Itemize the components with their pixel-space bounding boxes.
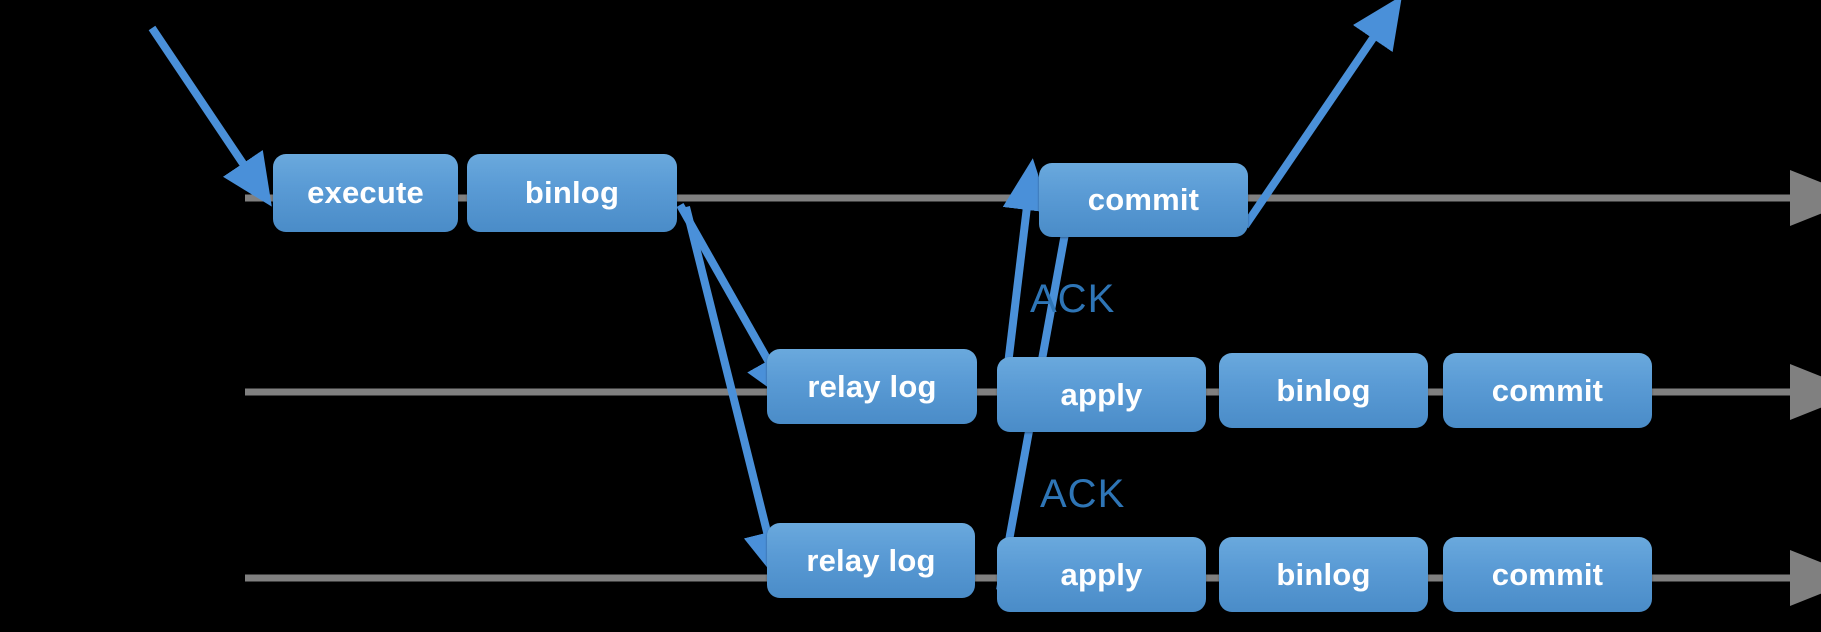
- node-label: binlog: [1276, 372, 1371, 408]
- node-master-commit[interactable]: commit: [1039, 163, 1248, 237]
- node-replica2-commit[interactable]: commit: [1443, 537, 1652, 612]
- node-label: commit: [1491, 556, 1604, 592]
- node-label: binlog: [524, 175, 620, 210]
- ack-label-replica2: ACK: [1040, 472, 1126, 516]
- node-label: execute: [307, 175, 424, 210]
- node-replica2-binlog[interactable]: binlog: [1219, 537, 1428, 612]
- node-label: relay log: [807, 368, 937, 404]
- ack-label-replica1: ACK: [1030, 277, 1116, 321]
- node-label: apply: [1060, 376, 1143, 412]
- node-replica1-commit[interactable]: commit: [1443, 353, 1652, 428]
- node-label: commit: [1087, 182, 1200, 217]
- node-label: commit: [1491, 372, 1604, 408]
- node-replica1-binlog[interactable]: binlog: [1219, 353, 1428, 428]
- node-master-binlog[interactable]: binlog: [467, 154, 677, 232]
- binlog-to-relay2-arrow: [682, 206, 791, 584]
- node-replica1-apply[interactable]: apply: [997, 357, 1206, 432]
- flow-arrows: [148, 0, 1403, 591]
- node-master-execute[interactable]: execute: [273, 154, 458, 232]
- node-replica2-apply[interactable]: apply: [997, 537, 1206, 612]
- node-label: binlog: [1276, 556, 1371, 592]
- node-replica1-relay-log[interactable]: relay log: [767, 349, 977, 424]
- node-replica2-relay-log[interactable]: relay log: [767, 523, 975, 598]
- node-label: apply: [1060, 556, 1143, 592]
- node-label: relay log: [806, 542, 936, 578]
- incoming-request-arrow: [148, 25, 272, 207]
- commit-response-arrow: [1241, 0, 1403, 229]
